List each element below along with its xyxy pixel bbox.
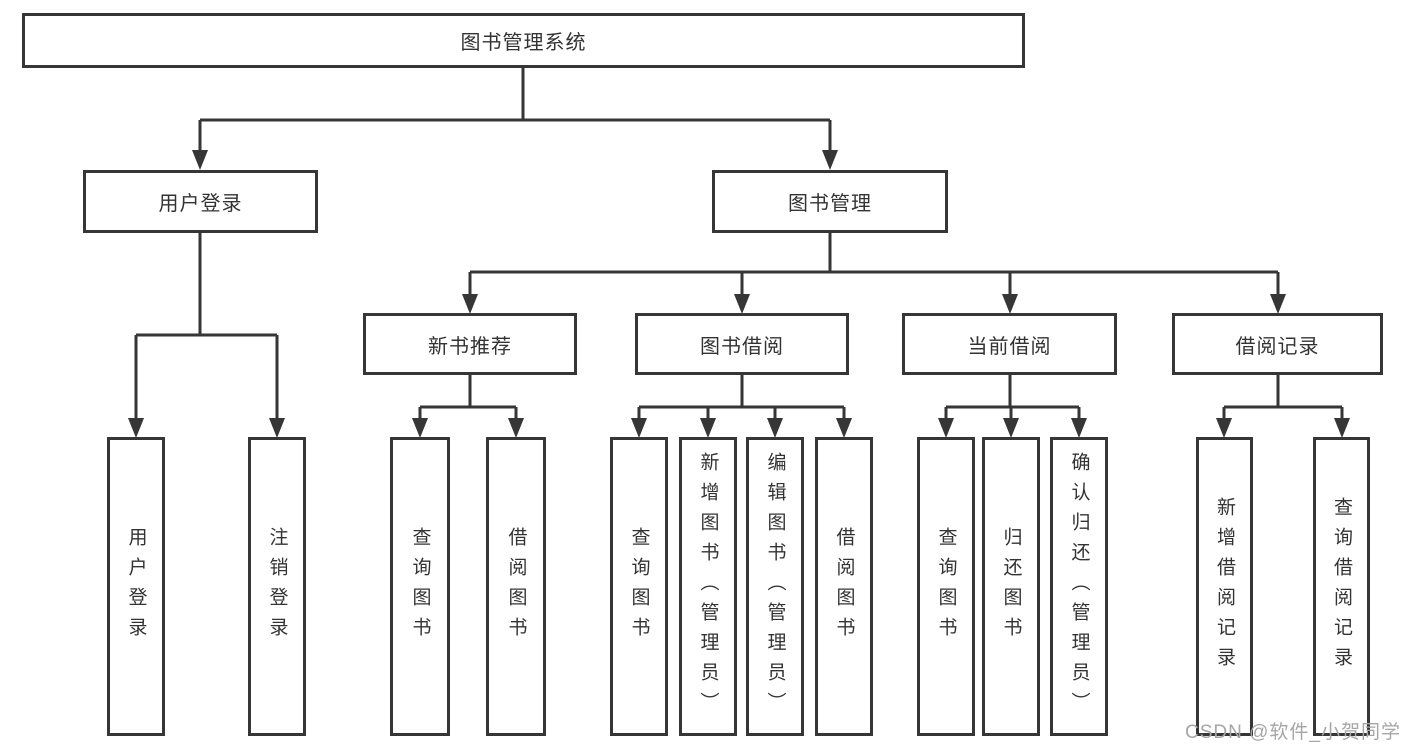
arrow-down-icon bbox=[1002, 294, 1018, 314]
arrow-down-icon bbox=[767, 418, 783, 438]
arrow-down-icon bbox=[508, 418, 524, 438]
watermark: CSDN @软件_小贺同学 bbox=[1185, 722, 1401, 743]
leaf-query-books-3: 查询图书 bbox=[917, 437, 975, 736]
arrow-down-icon bbox=[269, 418, 285, 438]
leaf-logout: 注销登录 bbox=[248, 437, 306, 736]
arrow-down-icon bbox=[412, 418, 428, 438]
leaf-confirm-return-admin: 确认归还（管理员） bbox=[1050, 437, 1108, 736]
node-current-borrowing: 当前借阅 bbox=[902, 313, 1117, 375]
arrow-down-icon bbox=[1071, 418, 1087, 438]
node-book-management: 图书管理 bbox=[712, 170, 948, 233]
node-borrowing-records: 借阅记录 bbox=[1172, 313, 1383, 375]
arrow-down-icon bbox=[1334, 418, 1350, 438]
node-book-management-system: 图书管理系统 bbox=[22, 13, 1025, 68]
leaf-add-book-admin: 新增图书（管理员） bbox=[679, 437, 737, 736]
arrow-down-icon bbox=[631, 418, 647, 438]
arrow-down-icon bbox=[700, 418, 716, 438]
arrow-down-icon bbox=[734, 294, 750, 314]
leaf-query-books-1: 查询图书 bbox=[390, 437, 450, 736]
leaf-user-login: 用户登录 bbox=[107, 437, 165, 736]
leaf-borrow-books-2: 借阅图书 bbox=[815, 437, 873, 736]
arrow-down-icon bbox=[822, 150, 838, 170]
leaf-query-books-2: 查询图书 bbox=[610, 437, 668, 736]
leaf-edit-book-admin: 编辑图书（管理员） bbox=[746, 437, 804, 736]
leaf-return-book: 归还图书 bbox=[982, 437, 1040, 736]
leaf-query-borrow-record: 查询借阅记录 bbox=[1313, 437, 1370, 736]
arrow-down-icon bbox=[1270, 294, 1286, 314]
arrow-down-icon bbox=[1216, 418, 1232, 438]
node-new-book-recommend: 新书推荐 bbox=[363, 313, 577, 375]
arrow-down-icon bbox=[938, 418, 954, 438]
leaf-borrow-books-1: 借阅图书 bbox=[486, 437, 546, 736]
arrow-down-icon bbox=[128, 418, 144, 438]
leaf-add-borrow-record: 新增借阅记录 bbox=[1196, 437, 1253, 736]
arrow-down-icon bbox=[192, 150, 208, 170]
node-user-login: 用户登录 bbox=[83, 170, 318, 233]
arrow-down-icon bbox=[1003, 418, 1019, 438]
node-book-borrowing: 图书借阅 bbox=[635, 313, 849, 375]
arrow-down-icon bbox=[836, 418, 852, 438]
arrow-down-icon bbox=[462, 294, 478, 314]
